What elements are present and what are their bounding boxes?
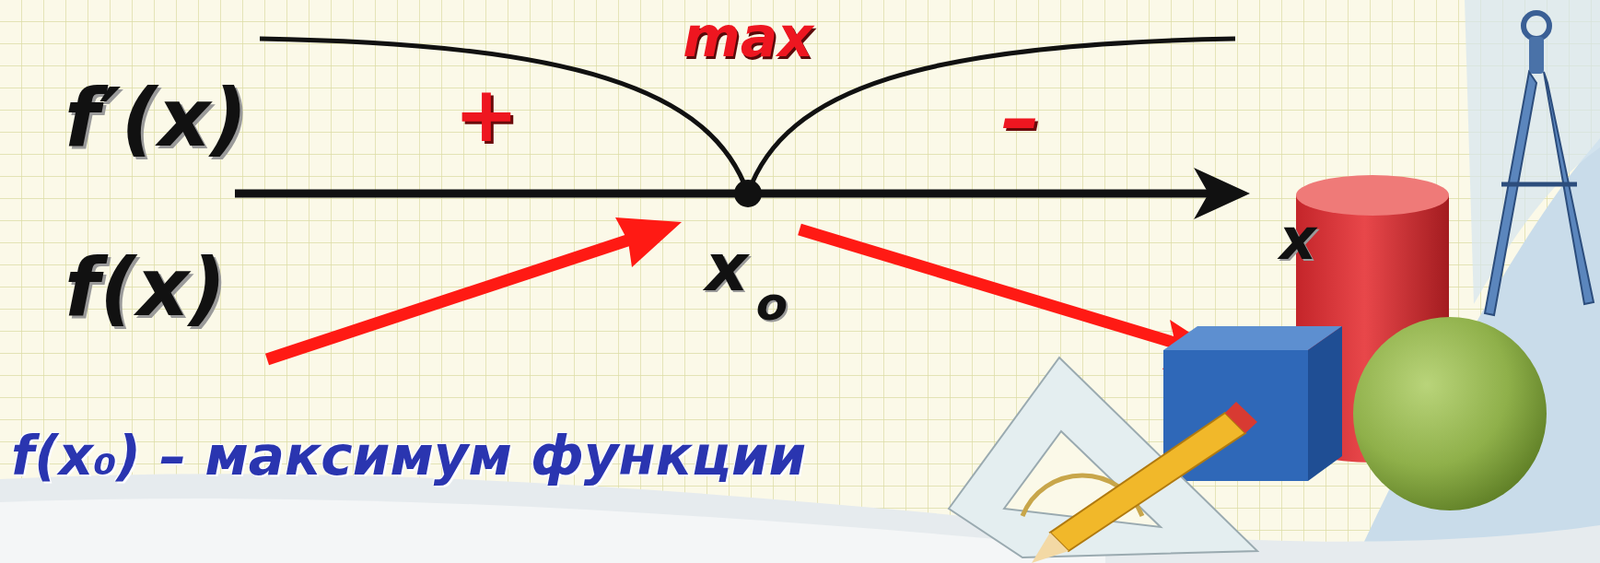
decrease-arrow xyxy=(799,229,1184,346)
derivative-curve xyxy=(747,38,1236,194)
axis-arrowhead xyxy=(1193,167,1250,220)
axis-label: x xyxy=(1279,210,1317,269)
conclusion-text: f(x₀) – максимум функции xyxy=(11,429,806,483)
compass xyxy=(1484,12,1594,316)
sphere xyxy=(1353,316,1547,511)
point-subscript: o xyxy=(756,280,788,328)
sign-label: + xyxy=(454,75,519,153)
pencil xyxy=(1031,401,1258,563)
derivative-curve xyxy=(259,38,748,194)
max-label: max xyxy=(682,9,814,65)
point-label: x xyxy=(705,233,748,301)
bottom-band xyxy=(0,498,1106,563)
sign-label: – xyxy=(1001,79,1040,157)
bottom-band xyxy=(0,473,1600,563)
x-axis xyxy=(234,189,1216,199)
set-square xyxy=(948,357,1258,558)
increase-arrowhead xyxy=(615,217,682,268)
swoosh xyxy=(1464,0,1600,304)
increase-arrow xyxy=(267,237,636,360)
critical-point xyxy=(734,179,762,208)
derivative-label: f′(x) xyxy=(64,77,248,159)
function-label: f(x) xyxy=(64,246,226,328)
